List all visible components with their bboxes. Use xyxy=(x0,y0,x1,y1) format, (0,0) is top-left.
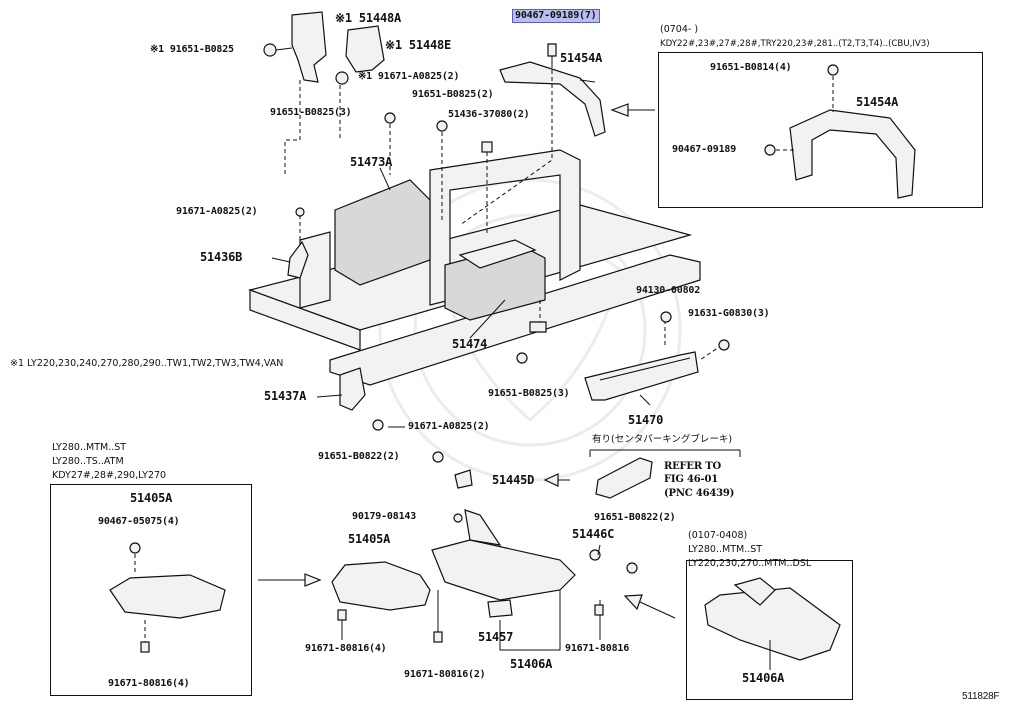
part-label-51473A[interactable]: 51473A xyxy=(350,155,393,169)
part-label-51448E[interactable]: ※1 51448E xyxy=(385,38,452,52)
part-label-91651-B0825-3a[interactable]: 91651-B0825(3) xyxy=(270,107,352,118)
refer-line-2[interactable]: FIG 46-01 xyxy=(664,474,718,485)
bracket-51454A xyxy=(499,43,606,137)
part-label-91671-80816-2[interactable]: 91671-80816(2) xyxy=(404,669,486,680)
part-label-51470[interactable]: 51470 xyxy=(628,413,664,427)
part-label-91671-A0825-2a[interactable]: 91671-A0825(2) xyxy=(176,206,258,217)
chassis-frame xyxy=(247,149,701,386)
part-label-91651-B0822-2b[interactable]: 91651-B0822(2) xyxy=(594,512,676,523)
part-label-91651-B0825-2[interactable]: 91651-B0825(2) xyxy=(412,89,494,100)
watermark xyxy=(378,178,682,482)
skid-plate-51406A xyxy=(431,509,638,643)
variant-box-left xyxy=(50,484,252,696)
bracket-51445D xyxy=(454,469,473,489)
arrow-right-box xyxy=(639,601,676,619)
box-top-right-91651-B0814[interactable]: 91651-B0814(4) xyxy=(710,62,792,73)
part-label-90467-09189-highlighted[interactable]: 90467-09189(7) xyxy=(512,9,600,23)
part-label-51436-37080[interactable]: 51436-37080(2) xyxy=(448,109,530,120)
box-left-91671-80816[interactable]: 91671-80816(4) xyxy=(108,678,190,689)
cover-51470 xyxy=(584,351,699,401)
part-label-51405A-mid[interactable]: 51405A xyxy=(348,532,391,546)
box-left-art xyxy=(109,542,226,653)
small-parts xyxy=(287,207,730,431)
part-label-91651-B0825[interactable]: ※1 91651-B0825 xyxy=(150,44,234,55)
part-label-51448A[interactable]: ※1 51448A xyxy=(335,11,402,25)
box-top-right-models: KDY22#,23#,27#,28#,TRY220,23#,281..(T2,T… xyxy=(660,39,930,49)
part-label-51446C[interactable]: 51446C xyxy=(572,527,615,541)
label-leaders xyxy=(271,79,651,556)
arrow-top-head xyxy=(610,103,629,117)
box-right-art xyxy=(704,577,841,670)
part-label-91671-A0825-2b[interactable]: 91671-A0825(2) xyxy=(408,421,490,432)
parking-brake-part xyxy=(595,457,653,499)
part-label-51474[interactable]: 51474 xyxy=(452,337,488,351)
bracket-51406A xyxy=(499,590,561,651)
box-top-right-51454A[interactable]: 51454A xyxy=(856,95,899,109)
box-right-51406A[interactable]: 51406A xyxy=(742,671,785,685)
box-right-date: (0107-0408) xyxy=(688,530,748,541)
top-brackets xyxy=(263,11,493,153)
box-left-model-2: LY280..TS..ATM xyxy=(52,456,124,467)
part-label-90179-08143[interactable]: 90179-08143 xyxy=(352,511,417,522)
part-label-91651-B0822-2a[interactable]: 91651-B0822(2) xyxy=(318,451,400,462)
refer-line-3[interactable]: (PNC 46439) xyxy=(664,488,735,499)
box-left-90467-05075[interactable]: 90467-05075(4) xyxy=(98,516,180,527)
parking-brake-note: 有り(センタパーキングブレーキ) xyxy=(592,434,733,445)
footnote-models: ※1 LY220,230,240,270,280,290..TW1,TW2,TW… xyxy=(10,358,284,369)
box-right-model-2: LY220,230,270..MTM..DSL xyxy=(688,558,812,569)
part-label-91671-A0825-top[interactable]: ※1 91671-A0825(2) xyxy=(358,71,460,82)
part-label-91671-80816-4-mid[interactable]: 91671-80816(4) xyxy=(305,643,387,654)
part-label-51457[interactable]: 51457 xyxy=(478,630,514,644)
part-label-51445D[interactable]: 51445D xyxy=(492,473,535,487)
cover-51470-edge xyxy=(599,357,691,381)
box-left-51405A[interactable]: 51405A xyxy=(130,491,173,505)
box-top-right-date: (0704- ) xyxy=(660,24,699,35)
part-label-51406A-mid[interactable]: 51406A xyxy=(510,657,553,671)
box-top-right-90467-09189[interactable]: 90467-09189 xyxy=(672,144,737,155)
part-label-91671-80816[interactable]: 91671-80816 xyxy=(565,643,630,654)
box-right-model-1: LY280..MTM..ST xyxy=(688,544,763,555)
catalog-id: 511828F xyxy=(962,691,1000,702)
part-label-51436B[interactable]: 51436B xyxy=(200,250,243,264)
box-top-right-art xyxy=(764,64,916,199)
part-label-51437A[interactable]: 51437A xyxy=(264,389,307,403)
part-label-94130-00802[interactable]: 94130-00802 xyxy=(636,285,701,296)
variant-box-top-right xyxy=(658,52,983,208)
part-label-91651-B0825-3b[interactable]: 91651-B0825(3) xyxy=(488,388,570,399)
part-label-91631-G0830[interactable]: 91631-G0830(3) xyxy=(688,308,770,319)
part-label-51454A[interactable]: 51454A xyxy=(560,51,603,65)
skid-plate-51405A xyxy=(331,561,431,640)
variant-box-right xyxy=(686,560,853,700)
box-left-model-1: LY280..MTM..ST xyxy=(52,442,127,453)
refer-line-1[interactable]: REFER TO xyxy=(664,461,721,472)
box-left-model-3: KDY27#,28#,290,LY270 xyxy=(52,470,167,481)
